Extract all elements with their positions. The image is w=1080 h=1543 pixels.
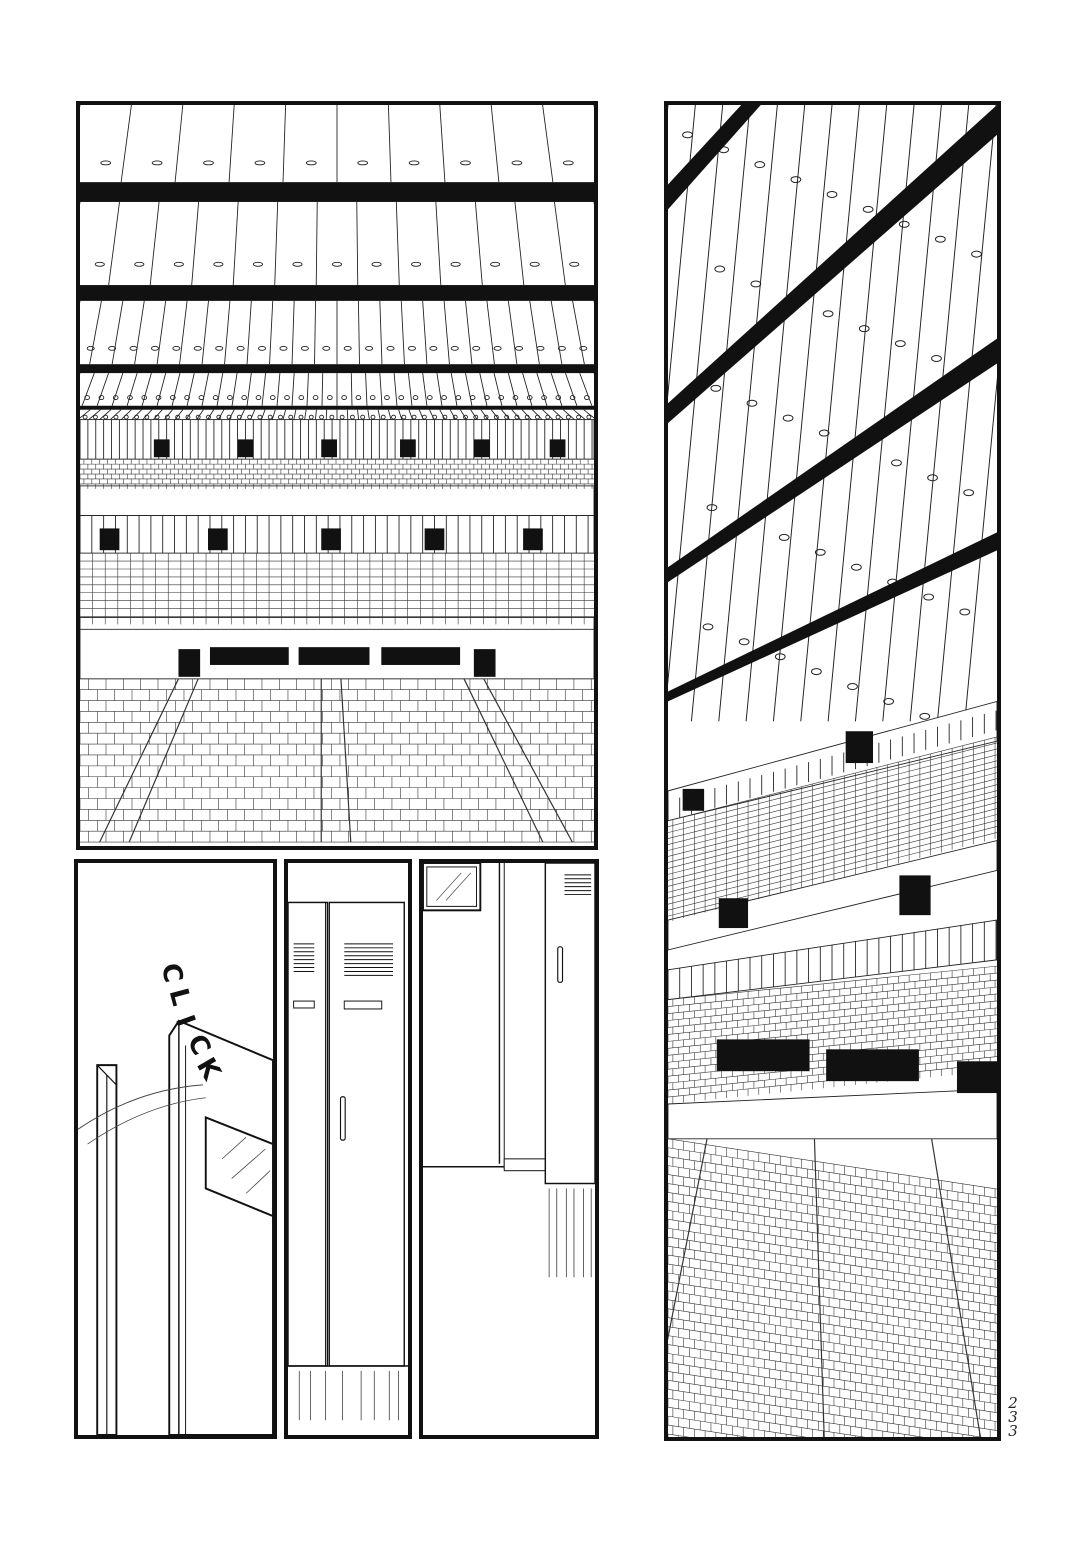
page-number: 233 — [1008, 1394, 1018, 1440]
panel-arena-angled — [664, 101, 1001, 1441]
corridor-illustration — [423, 863, 595, 1278]
panel-locker — [284, 859, 412, 1439]
ceiling-beam — [80, 182, 594, 202]
panel-arena-wide — [76, 101, 598, 850]
ceiling-beam — [80, 405, 594, 410]
ceiling-beam — [80, 364, 594, 374]
door-illustration — [78, 1019, 273, 1435]
locker-illustration — [288, 901, 408, 1421]
ceiling-beam — [668, 338, 997, 583]
panel-door-closing — [74, 859, 277, 1439]
arena-illustration — [80, 105, 594, 843]
arena-angled-illustration — [668, 105, 997, 1437]
ceiling-beam — [668, 532, 997, 702]
ceiling-beam — [668, 105, 997, 424]
ceiling-beam — [80, 285, 594, 301]
panel-corridor — [419, 859, 599, 1439]
